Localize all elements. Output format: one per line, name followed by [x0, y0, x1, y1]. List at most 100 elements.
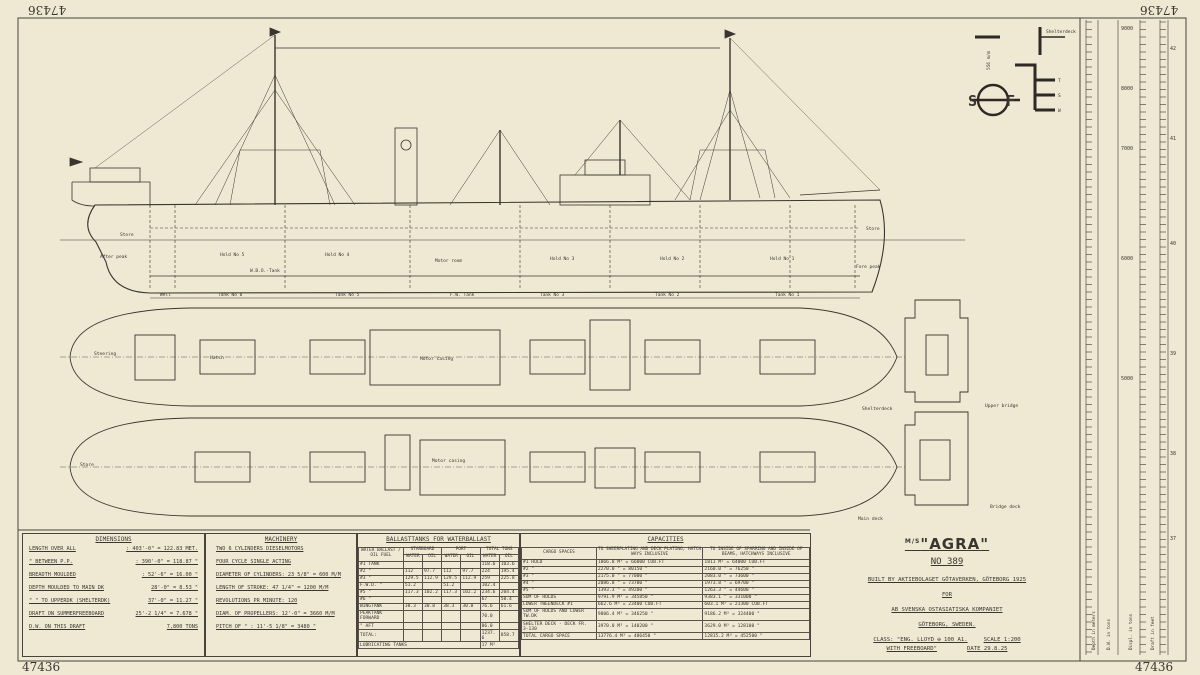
ballast-cell: 117.3 — [402, 588, 424, 597]
label-tank-1: Tank No 1 — [775, 292, 800, 298]
ballast-cell: 97.7 — [421, 567, 443, 576]
label-hold-5: Hold No 5 — [220, 252, 245, 258]
dimension-value: : 390'-0" = 118.87 " — [135, 558, 198, 565]
ballast-cell: Peaktank forward — [358, 609, 404, 624]
capacity-cell: Sum of holds — [521, 593, 597, 602]
capacities-table: Capacities Cargo spacesTo sheerplating a… — [520, 533, 811, 657]
label-store-aft: Store — [120, 232, 134, 238]
dimension-row: Draft on summerfreeboard25'-2 1/4" = 7.6… — [23, 610, 204, 618]
ballast-cell — [441, 629, 462, 643]
ballast-cell: 103.6 — [498, 560, 520, 569]
capacity-cell: 3970.0 m³ = 140200 " — [595, 619, 704, 634]
machinery-table: Machinery Two 6 cylinders dieselmotorsFo… — [205, 533, 357, 657]
mark-s: S — [1058, 93, 1061, 99]
freeboard-distance: 556 m/m — [986, 51, 992, 70]
label-fw-tank: F.W. Tank — [450, 292, 475, 298]
table-row: Sum of holds9791.9 m³ = 345850 "9383.1 "… — [521, 593, 810, 602]
capacity-cell: 603.1 m³ = 21300 cub.ft — [702, 600, 810, 609]
dimension-row: Length over all: 403'-0" = 122.83 met. — [23, 545, 204, 553]
scale-axis-label: Displ. in tons — [1128, 613, 1134, 650]
ballast-subheader: Water — [441, 553, 462, 562]
midship-house — [559, 174, 651, 206]
ballast-cell — [498, 581, 520, 590]
ballast-cell: Wingtank — [358, 602, 404, 611]
ballast-cell: 129.5 — [402, 574, 424, 583]
vessel-title: M/S"AGRA" — [904, 535, 990, 553]
ballast-cell: 234.6 — [479, 588, 500, 597]
mm-label: 5000 — [1121, 376, 1133, 382]
lubricating-value: 17 m³ — [479, 641, 520, 650]
dimension-value: 7,800 tons — [166, 623, 198, 630]
ballast-subheader: Oil — [460, 553, 481, 562]
ballast-heading: Ballasttanks for waterballast — [386, 536, 491, 543]
ballast-subheader: Oil — [421, 553, 443, 562]
ballast-cell: 204.4 — [498, 588, 520, 597]
table-row: #4 "2086.8 " = 73700 "1973.8 " = 69700 " — [521, 579, 810, 588]
freeboard-s: S — [968, 92, 977, 110]
capacities-header: To sheerplating and deck plating, hatch … — [595, 546, 704, 560]
label-motor-casing-upper: Motor casing — [420, 356, 453, 362]
label-wbo-tank: W.B.O.-Tank — [250, 268, 280, 274]
capacity-cell: 3629.0 m³ = 128100 " — [702, 619, 810, 634]
label-hatch: Hatch — [210, 355, 224, 361]
capacity-cell: 1811 m³ = 64000 cub.ft — [702, 558, 810, 567]
feet-label: 38 — [1170, 451, 1176, 457]
hull-outline — [87, 199, 886, 294]
ballast-header-row: Water ballast / oil fuelStarboardPortTot… — [358, 546, 520, 562]
scale: Scale 1:200 — [983, 637, 1021, 643]
ballast-cell — [441, 560, 462, 569]
capacities-header-row: Cargo spacesTo sheerplating and deck pla… — [521, 546, 810, 560]
machinery-row: Four cycle single acting — [216, 558, 291, 565]
table-row: Peaktank forward 70.0 — [358, 609, 520, 624]
ballast-cell: #2 " — [358, 567, 404, 576]
ballast-cell: 112 — [402, 567, 424, 576]
mark-w: W — [1058, 108, 1061, 114]
ballast-cell: #5 " — [358, 588, 404, 597]
ballast-cell: 102.4 — [479, 581, 500, 590]
ballast-cell: #3 " — [358, 574, 404, 583]
for-label: for — [941, 592, 953, 598]
scale-axis-label: D.W. in tons — [1106, 619, 1112, 650]
label-upper-bridge: Upper bridge — [985, 403, 1018, 409]
ballast-cell: 102.2 — [421, 588, 443, 597]
label-after-peak: After peak — [100, 254, 127, 260]
capacity-cell: #2 " — [521, 565, 597, 574]
table-row: Wingtank38.330.838.330.876.661.6 — [358, 602, 520, 611]
capacity-cell: #4 " — [521, 579, 597, 588]
ballast-cell — [460, 581, 481, 590]
ballast-cell: 76.6 — [479, 602, 500, 611]
feet-label: 41 — [1170, 136, 1176, 142]
machinery-row: Two 6 cylinders dieselmotors — [216, 545, 304, 552]
ballast-cell: 38.3 — [402, 602, 424, 611]
stays — [94, 34, 881, 191]
drawing-number-bottom-right: 47436 — [1135, 660, 1174, 674]
main-deck-hatches — [194, 434, 816, 496]
capacities-header: Cargo spaces — [521, 546, 597, 560]
capacity-cell: 9791.9 m³ = 345850 " — [595, 593, 704, 602]
ballast-cell: 30.8 — [421, 602, 443, 611]
ballast-cell: 70.0 — [479, 609, 500, 624]
label-well: Well — [160, 292, 171, 298]
capacity-cell: #1 Hold — [521, 558, 597, 567]
capacity-cell: 1393.3 " = 49200 " — [595, 586, 704, 595]
dimension-label: D.W. on this draft — [29, 623, 86, 630]
drawing-number-top-right: 47436 — [1140, 3, 1179, 17]
capacity-cell: 2270.0 " = 80150 " — [595, 565, 704, 574]
label-motor-room: Motor room — [435, 258, 462, 264]
dimension-label: Length over all — [29, 545, 76, 552]
dimension-row: Breadth moulded: 52'-6" = 16.00 " — [23, 572, 204, 579]
label-hold-3: Hold No 3 — [550, 256, 575, 262]
ballast-cell: 58.4 — [498, 595, 520, 604]
city: Göteborg, Sweden. — [918, 622, 976, 628]
ballast-cell: 51.2 — [402, 581, 424, 590]
dimension-label: Draft on summerfreeboard — [29, 610, 104, 617]
machinery-row: Revolutions pr minute: 120 — [216, 597, 298, 604]
ballast-cell — [421, 560, 443, 569]
vessel-name: AGRA — [929, 535, 981, 553]
ballast-header: Water ballast / oil fuel — [358, 546, 404, 562]
